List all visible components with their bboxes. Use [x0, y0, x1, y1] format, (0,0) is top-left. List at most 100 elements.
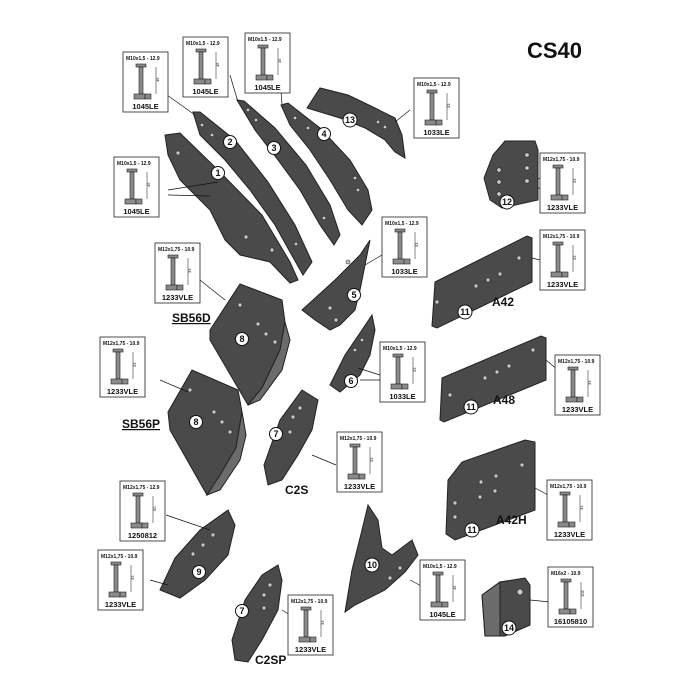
bolt-spec-text: M12x1,75 - 10.9 — [291, 599, 328, 605]
bolt-head-icon — [132, 492, 144, 497]
svg-text:13: 13 — [345, 115, 355, 125]
bolt-shank-icon — [303, 609, 309, 638]
bolt-head-icon — [567, 366, 579, 371]
part-number-bubble: 11 — [464, 522, 480, 538]
bolt-shank-icon — [138, 66, 144, 95]
bolt-head-icon — [426, 89, 438, 94]
svg-text:8: 8 — [239, 334, 244, 344]
bolt-spec-text: M10x1,5 - 12.9 — [117, 161, 151, 167]
part-number-bubble: 1 — [211, 166, 225, 180]
part-7-c2sp-point[interactable] — [231, 564, 283, 663]
bolt-length-text: 33 — [572, 178, 577, 183]
model-label-a42: A42 — [492, 295, 514, 309]
bolt-code-text: 1033LE — [391, 267, 417, 276]
nut-icon — [193, 78, 206, 85]
part-1-blade[interactable] — [164, 132, 299, 284]
bolt-shank-icon — [562, 494, 568, 523]
bolt-head-icon — [560, 578, 572, 583]
svg-text:9: 9 — [196, 567, 201, 577]
nut-icon — [255, 74, 268, 81]
svg-text:2: 2 — [227, 137, 232, 147]
bolt-length-text: 50 — [152, 506, 157, 511]
part-8-sb56d-share[interactable] — [209, 283, 291, 406]
bolt-head-icon — [257, 44, 269, 49]
part-11-a42h-plate[interactable] — [445, 439, 536, 541]
bolt-spec-text: M10x1,5 - 12.9 — [186, 41, 220, 47]
bolt-length-text: 45 — [215, 62, 220, 67]
bolt-spec-text: M12x1,75 - 10.9 — [543, 157, 580, 163]
part-5-point[interactable] — [301, 239, 371, 331]
part-number-bubble: 13 — [342, 112, 358, 128]
bolt-length-text: 33 — [446, 103, 451, 108]
bolt-spec-text: M10x1,5 - 12.9 — [423, 564, 457, 570]
part-number-bubble: 14 — [501, 620, 517, 636]
part-8-sb56p-share[interactable] — [167, 369, 247, 497]
bolt-code-text: 1233VLE — [344, 482, 375, 491]
nut-icon — [550, 271, 563, 278]
bolt-head-icon — [349, 443, 361, 448]
part-number-bubble: 2 — [223, 135, 237, 149]
part-10-wing-share[interactable] — [344, 503, 419, 614]
part-14-bracket[interactable] — [481, 577, 531, 637]
svg-text:7: 7 — [239, 606, 244, 616]
bolt-spec-text: M12x1,75 - 10.9 — [158, 247, 195, 253]
washer-icon — [358, 473, 366, 480]
bolt-length-text: 33 — [320, 620, 325, 625]
nut-icon — [430, 601, 443, 608]
bolt-spec-text: M12x1,75 - 10.9 — [103, 341, 140, 347]
part-11-a42-bar[interactable] — [431, 235, 533, 329]
model-label-a42h: A42H — [496, 513, 527, 527]
bolt-shank-icon — [170, 257, 176, 286]
svg-text:8: 8 — [193, 417, 198, 427]
nut-icon — [392, 258, 405, 265]
model-label-a48: A48 — [493, 393, 515, 407]
bolt-head-icon — [112, 348, 124, 353]
bolt-shank-icon — [555, 244, 561, 273]
bolt-shank-icon — [260, 47, 266, 76]
nut-icon — [133, 93, 146, 100]
washer-icon — [441, 601, 449, 608]
nut-icon — [565, 396, 578, 403]
bolt-shank-icon — [570, 369, 576, 398]
bolt-shank-icon — [395, 356, 401, 385]
part-4-blade[interactable] — [280, 102, 373, 226]
part-9-plate[interactable] — [159, 509, 236, 599]
svg-text:5: 5 — [351, 290, 356, 300]
bolt-head-icon — [432, 571, 444, 576]
bolt-code-text: 1233VLE — [547, 203, 578, 212]
model-label-sb56d: SB56D — [172, 311, 211, 325]
bolt-code-text: 1045LE — [429, 610, 455, 619]
washer-icon — [121, 378, 129, 385]
bolt-code-text: 1233VLE — [162, 293, 193, 302]
part-number-bubble: 4 — [317, 127, 331, 141]
nut-icon — [558, 608, 571, 615]
part-11-a48-bar[interactable] — [439, 335, 547, 423]
bolt-code-text: 1233VLE — [107, 387, 138, 396]
part-7-c2s-point[interactable] — [263, 389, 319, 486]
part-number-bubble: 6 — [344, 374, 358, 388]
bolt-spec-text: M12x1,75 - 10.9 — [543, 234, 580, 240]
bolt-length-text: 33 — [572, 255, 577, 260]
washer-icon — [576, 396, 584, 403]
part-3-blade[interactable] — [236, 99, 341, 246]
part-12-plate[interactable] — [483, 140, 539, 209]
nut-icon — [424, 119, 437, 126]
model-label-c2s: C2S — [285, 483, 308, 497]
bolt-head-icon — [167, 254, 179, 259]
washer-icon — [266, 74, 274, 81]
part-number-bubble: 7 — [235, 604, 249, 618]
svg-text:11: 11 — [460, 307, 470, 317]
bolt-shank-icon — [555, 167, 561, 196]
bolt-spec-text: M12x1,75 - 10.9 — [101, 554, 138, 560]
bolt-length-text: 33 — [587, 380, 592, 385]
catalog-title: CS40 — [527, 38, 583, 63]
